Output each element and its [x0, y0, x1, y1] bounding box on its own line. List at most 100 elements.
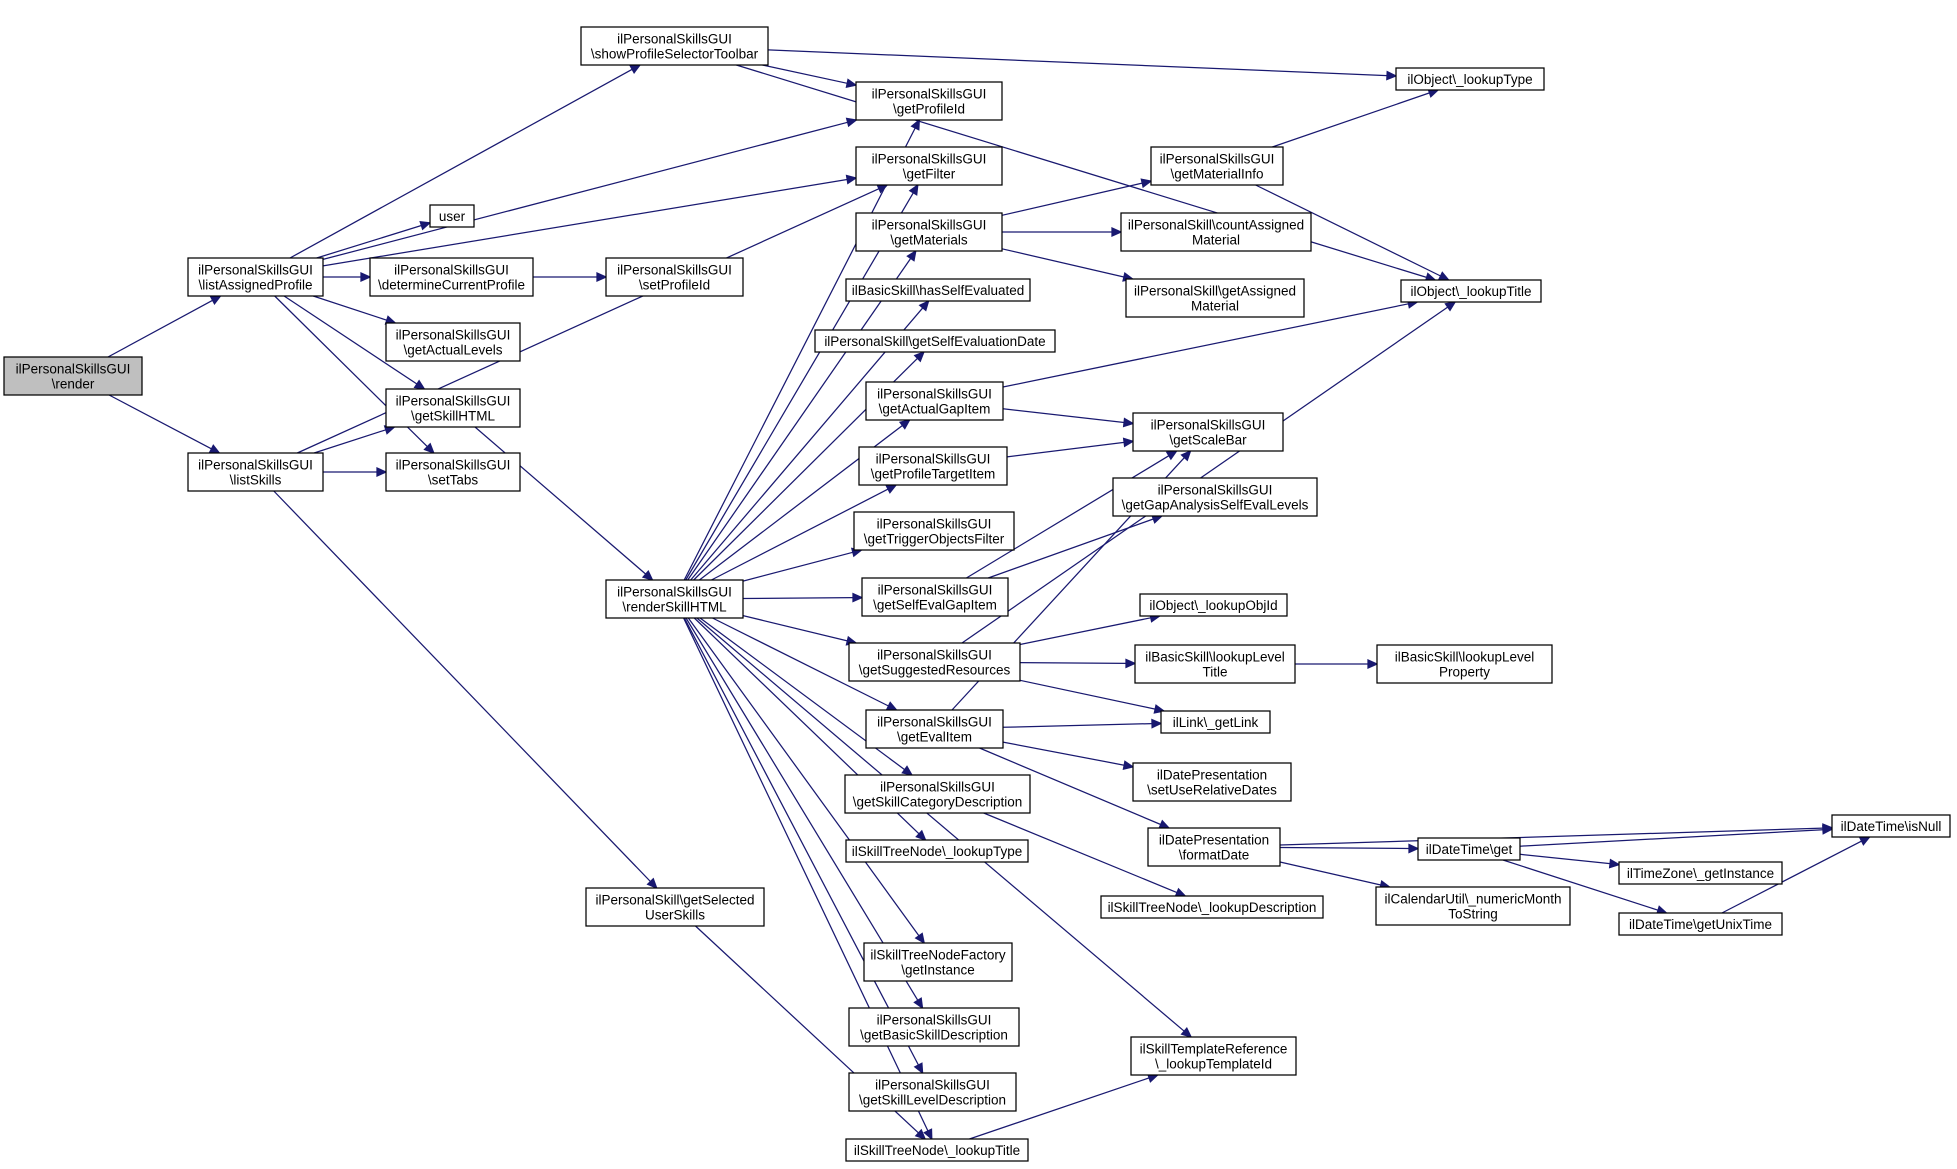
node-getFilter[interactable]: ilPersonalSkillsGUI\getFilter — [855, 146, 1003, 186]
edge-renderSkillHTML-to-lookupTemplateId — [696, 617, 1193, 1038]
node-label-line: ilPersonalSkillsGUI — [198, 458, 313, 473]
node-stnfGetInstance[interactable]: ilSkillTreeNodeFactory\getInstance — [863, 942, 1013, 982]
node-dtGet[interactable]: ilDateTime\get — [1417, 837, 1521, 861]
node-lookupTemplateId[interactable]: ilSkillTemplateReference\_lookupTemplate… — [1130, 1036, 1297, 1076]
node-box — [1139, 593, 1288, 617]
node-getBasicSkillDescription[interactable]: ilPersonalSkillsGUI\getBasicSkillDescrip… — [848, 1007, 1020, 1047]
node-box — [1400, 279, 1542, 303]
node-getGapAnalysisSelfEvalLevels[interactable]: ilPersonalSkillsGUI\getGapAnalysisSelfEv… — [1112, 477, 1318, 517]
node-label-line: \getEvalItem — [897, 730, 972, 745]
node-label-line: ilPersonalSkillsGUI — [617, 263, 732, 278]
node-listSkills[interactable]: ilPersonalSkillsGUI\listSkills — [187, 452, 324, 492]
node-getMaterialInfo[interactable]: ilPersonalSkillsGUI\getMaterialInfo — [1150, 146, 1284, 186]
node-label-line: ilPersonalSkillsGUI — [396, 394, 511, 409]
node-box — [1618, 912, 1783, 936]
edge-listAssignedProfile-to-showProfileSelectorToolbar — [289, 64, 642, 259]
node-label-line: \getSuggestedResources — [859, 663, 1011, 678]
node-box — [865, 709, 1004, 749]
node-label-line: ilPersonalSkillsGUI — [872, 87, 987, 102]
node-label-line: \getSelfEvalGapItem — [873, 598, 997, 613]
node-getScaleBar[interactable]: ilPersonalSkillsGUI\getScaleBar — [1132, 412, 1284, 452]
node-getSelfEvalGapItem[interactable]: ilPersonalSkillsGUI\getSelfEvalGapItem — [861, 577, 1009, 617]
node-isNull[interactable]: ilDateTime\isNull — [1831, 814, 1951, 838]
node-label-line: ilPersonalSkill\getSelected — [595, 893, 754, 908]
node-setProfileId[interactable]: ilPersonalSkillsGUI\setProfileId — [605, 257, 744, 297]
node-getSkillCategoryDescription[interactable]: ilPersonalSkillsGUI\getSkillCategoryDesc… — [844, 774, 1031, 814]
node-label-line: \setTabs — [428, 473, 479, 488]
edge-showProfileSelectorToolbar-to-objLookupType — [767, 49, 1398, 81]
node-formatDate[interactable]: ilDatePresentation\formatDate — [1147, 827, 1281, 867]
node-box — [187, 257, 324, 297]
edge-getMaterials-to-getAssignedMaterial — [1001, 248, 1135, 282]
node-label-line: \setUseRelativeDates — [1147, 783, 1277, 798]
node-box — [429, 204, 475, 228]
node-render[interactable]: ilPersonalSkillsGUI\render — [3, 356, 143, 396]
node-getSkillHTML[interactable]: ilPersonalSkillsGUI\getSkillHTML — [385, 388, 521, 428]
node-getTriggerObjectsFilter[interactable]: ilPersonalSkillsGUI\getTriggerObjectsFil… — [853, 511, 1015, 551]
node-objLookupType[interactable]: ilObject\_lookupType — [1395, 67, 1545, 91]
node-label-line: ilDateTime\getUnixTime — [1629, 917, 1772, 932]
node-label-line: ilPersonalSkillsGUI — [872, 218, 987, 233]
edge-getSuggestedResources-to-bsLookupLevelTitle — [1019, 658, 1137, 669]
node-determineCurrentProfile[interactable]: ilPersonalSkillsGUI\determineCurrentProf… — [369, 257, 534, 297]
node-label-line: Title — [1202, 665, 1227, 680]
node-label-line: ilPersonalSkillsGUI — [396, 328, 511, 343]
node-getSuggestedResources[interactable]: ilPersonalSkillsGUI\getSuggestedResource… — [848, 642, 1021, 682]
node-listAssignedProfile[interactable]: ilPersonalSkillsGUI\listAssignedProfile — [187, 257, 324, 297]
node-getMaterials[interactable]: ilPersonalSkillsGUI\getMaterials — [855, 212, 1003, 252]
node-getProfileId[interactable]: ilPersonalSkillsGUI\getProfileId — [855, 81, 1003, 121]
edge-getEvalItem-to-setUseRelativeDates — [1002, 741, 1135, 771]
node-getSkillLevelDescription[interactable]: ilPersonalSkillsGUI\getSkillLevelDescrip… — [848, 1072, 1017, 1112]
node-lookupObjId[interactable]: ilObject\_lookupObjId — [1139, 593, 1288, 617]
node-label-line: \formatDate — [1179, 848, 1250, 863]
node-label-line: ilPersonalSkillsGUI — [872, 152, 987, 167]
node-box — [369, 257, 534, 297]
node-tzGetInstance[interactable]: ilTimeZone\_getInstance — [1618, 861, 1783, 885]
node-label-line: ilObject\_lookupObjId — [1149, 598, 1277, 613]
node-getSelfEvaluationDate[interactable]: ilPersonalSkill\getSelfEvaluationDate — [814, 329, 1056, 353]
node-label-line: ilPersonalSkillsGUI — [16, 362, 131, 377]
node-box — [845, 278, 1031, 302]
node-label-line: \listSkills — [230, 473, 282, 488]
node-getActualGapItem[interactable]: ilPersonalSkillsGUI\getActualGapItem — [865, 381, 1004, 421]
node-box — [848, 1072, 1017, 1112]
node-stnLookupType[interactable]: ilSkillTreeNode\_lookupType — [845, 839, 1029, 863]
node-getEvalItem[interactable]: ilPersonalSkillsGUI\getEvalItem — [865, 709, 1004, 749]
edge-listSkills-to-getSelectedUserSkills — [273, 490, 658, 890]
node-label-line: ilPersonalSkill\getSelfEvaluationDate — [824, 334, 1045, 349]
node-label-line: ilCalendarUtil\_numericMonth — [1384, 892, 1561, 907]
node-getLink[interactable]: ilLink\_getLink — [1160, 710, 1271, 734]
node-getActualLevels[interactable]: ilPersonalSkillsGUI\getActualLevels — [385, 322, 521, 362]
node-label-line: ilPersonalSkill\countAssigned — [1128, 218, 1304, 233]
node-label-line: ilPersonalSkillsGUI — [394, 263, 509, 278]
node-stnLookupDescription[interactable]: ilSkillTreeNode\_lookupDescription — [1100, 895, 1324, 919]
edge-listSkills-to-getSkillHTML — [313, 425, 396, 454]
node-label-line: user — [439, 209, 466, 224]
node-showProfileSelectorToolbar[interactable]: ilPersonalSkillsGUI\showProfileSelectorT… — [580, 26, 769, 66]
node-box — [1831, 814, 1951, 838]
nodes-layer: ilPersonalSkillsGUI\renderilPersonalSkil… — [3, 26, 1951, 1162]
node-getProfileTargetItem[interactable]: ilPersonalSkillsGUI\getProfileTargetItem — [858, 446, 1008, 486]
node-setUseRelativeDates[interactable]: ilDatePresentation\setUseRelativeDates — [1132, 762, 1292, 802]
node-objLookupTitle[interactable]: ilObject\_lookupTitle — [1400, 279, 1542, 303]
edge-getSkillHTML-to-renderSkillHTML — [474, 426, 654, 581]
node-getUnixTime[interactable]: ilDateTime\getUnixTime — [1618, 912, 1783, 936]
edge-renderSkillHTML-to-stnfGetInstance — [687, 617, 926, 945]
node-setTabs[interactable]: ilPersonalSkillsGUI\setTabs — [385, 452, 521, 492]
node-renderSkillHTML[interactable]: ilPersonalSkillsGUI\renderSkillHTML — [605, 579, 744, 619]
node-label-line: ilBasicSkill\lookupLevel — [1145, 650, 1285, 665]
node-label-line: ilObject\_lookupType — [1407, 72, 1532, 87]
node-user[interactable]: user — [429, 204, 475, 228]
node-box — [844, 774, 1031, 814]
edge-getSuggestedResources-to-getLink — [1019, 679, 1166, 714]
node-hasSelfEvaluated[interactable]: ilBasicSkill\hasSelfEvaluated — [845, 278, 1031, 302]
node-label-line: ilPersonalSkillsGUI — [875, 1078, 990, 1093]
node-box — [1417, 837, 1521, 861]
node-stnLookupTitle[interactable]: ilSkillTreeNode\_lookupTitle — [845, 1138, 1029, 1162]
